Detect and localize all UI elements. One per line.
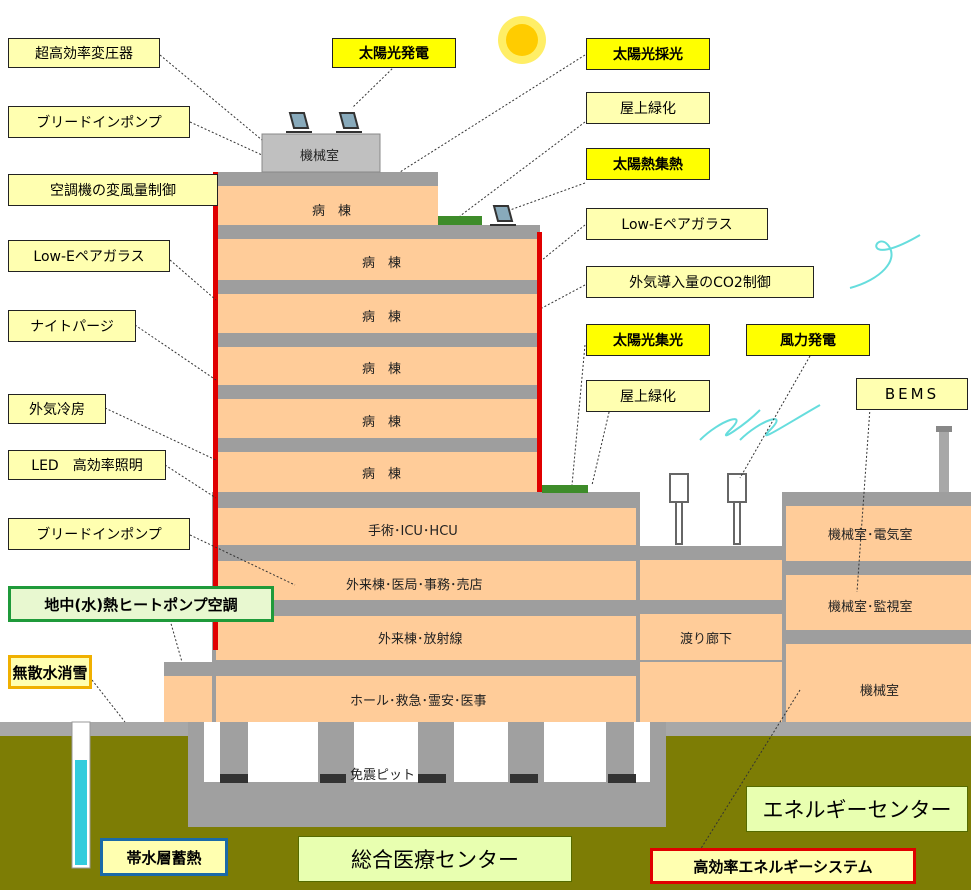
energy-center-building xyxy=(786,492,971,722)
floor-hall-emergency: ホール･救急･霊安･医事 xyxy=(350,694,487,709)
label-lowe-left: Low-Eペアガラス xyxy=(8,240,170,272)
wind-turbine-icon xyxy=(669,473,747,545)
label-aquifer-storage: 帯水層蓄熱 xyxy=(100,838,228,876)
pit-footings xyxy=(204,722,650,804)
label-night-purge: ナイトパージ xyxy=(8,310,136,342)
label-general-medical-center: 総合医療センター xyxy=(298,836,572,882)
label-solar-light-collection: 太陽光集光 xyxy=(586,324,710,356)
label-co2-control: 外気導入量のCO2制御 xyxy=(586,266,814,298)
label-lowe-right: Low-Eペアガラス xyxy=(586,208,768,240)
label-transformer: 超高効率変圧器 xyxy=(8,38,160,68)
floor-surgery: 手術･ICU･HCU xyxy=(368,524,458,539)
rooftop-machine-room xyxy=(261,133,381,173)
label-led-lighting: LED 高効率照明 xyxy=(8,450,166,480)
floor-machine: 機械室 xyxy=(860,684,900,699)
roof-greening-lower xyxy=(542,485,588,493)
label-solar-thermal: 太陽熱集熱 xyxy=(586,148,710,180)
floor-ward-5: 病 棟 xyxy=(362,415,402,430)
label-energy-center: エネルギーセンター xyxy=(746,786,968,832)
floor-ward-2: 病 棟 xyxy=(362,256,402,271)
label-solar-daylight: 太陽光採光 xyxy=(586,38,710,70)
floor-rooftop-machine: 機械室 xyxy=(300,149,340,164)
label-snow-melting: 無散水消雪 xyxy=(8,655,92,689)
floor-outpatient-pharmacy: 外来棟･医局･事務･売店 xyxy=(346,578,483,593)
label-high-eff-energy-system: 高効率エネルギーシステム xyxy=(650,848,916,884)
label-wind-power: 風力発電 xyxy=(746,324,870,356)
lowe-glass-left xyxy=(213,172,218,650)
label-ground-heat-pump: 地中(水)熱ヒートポンプ空調 xyxy=(8,586,274,622)
lowe-glass-right xyxy=(537,232,542,492)
label-vav-control: 空調機の変風量制御 xyxy=(8,174,218,206)
aquifer-water xyxy=(75,760,87,865)
sun-icon xyxy=(498,16,546,64)
floor-ward-4: 病 棟 xyxy=(362,362,402,377)
label-roof-greening-top: 屋上緑化 xyxy=(586,92,710,124)
chimney xyxy=(939,428,949,492)
label-roof-greening-mid: 屋上緑化 xyxy=(586,380,710,412)
wind-swirl-icon xyxy=(699,234,921,441)
solar-panel-icon xyxy=(286,112,516,226)
label-bems: BEMS xyxy=(856,378,968,410)
label-bleed-pump-top: ブリードインポンプ xyxy=(8,106,190,138)
floor-seismic-pit: 免震ピット xyxy=(350,768,416,783)
floor-ward-1: 病 棟 xyxy=(312,204,352,219)
floor-ward-3: 病 棟 xyxy=(362,310,402,325)
floor-machine-monitor: 機械室･監視室 xyxy=(828,600,913,615)
label-outdoor-cooling: 外気冷房 xyxy=(8,394,106,424)
floor-outpatient-radiology: 外来棟･放射線 xyxy=(378,632,463,647)
floor-ward-6: 病 棟 xyxy=(362,467,402,482)
label-solar-power: 太陽光発電 xyxy=(332,38,456,68)
floor-machine-electric: 機械室･電気室 xyxy=(828,528,913,543)
floor-corridor: 渡り廊下 xyxy=(680,632,733,647)
leader-lines xyxy=(91,54,871,851)
label-bleed-pump-mid: ブリードインポンプ xyxy=(8,518,190,550)
seismic-isolators xyxy=(220,774,636,783)
roof-greening-upper xyxy=(438,216,482,225)
